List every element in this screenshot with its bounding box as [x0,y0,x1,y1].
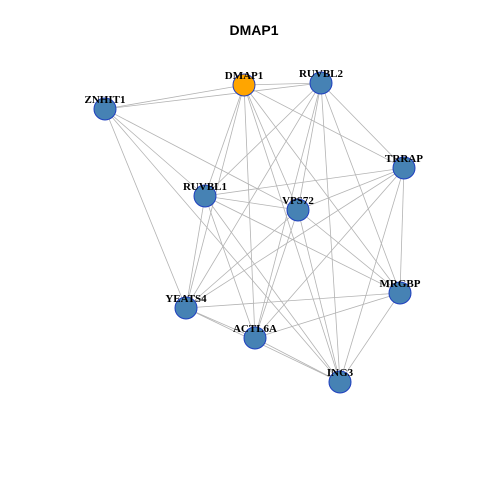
edge-ruvbl1-mrgbp [204,195,401,294]
node-actl6a[interactable] [243,326,267,350]
edge-layer [104,82,405,383]
edge-ruvbl1-ing3 [204,195,341,383]
edge-mrgbp-yeats4 [185,292,401,309]
edge-znhit1-vps72 [104,108,299,211]
edge-vps72-actl6a [254,209,299,339]
node-label-ing3: ING3 [327,367,354,379]
node-label-dmap1: DMAP1 [225,70,264,82]
node-ing3[interactable] [328,370,352,394]
edge-trrap-ruvbl1 [204,167,405,197]
edge-dmap1-ruvbl2 [243,82,322,86]
edge-znhit1-ruvbl1 [104,108,206,197]
edge-dmap1-actl6a [243,84,256,339]
node-layer [93,71,416,394]
node-label-ruvbl2: RUVBL2 [299,68,344,80]
node-label-yeats4: YEATS4 [165,293,207,305]
edge-mrgbp-actl6a [254,292,401,339]
node-vps72[interactable] [286,198,310,222]
node-label-mrgbp: MRGBP [380,278,421,290]
node-znhit1[interactable] [93,97,117,121]
edge-ruvbl1-yeats4 [185,195,206,309]
node-ruvbl1[interactable] [193,184,217,208]
node-label-trrap: TRRAP [385,153,423,165]
edge-actl6a-ing3 [254,337,341,383]
edge-vps72-ing3 [297,209,341,383]
edge-trrap-mrgbp [399,167,405,294]
edge-ruvbl2-znhit1 [104,82,322,110]
edge-trrap-actl6a [254,167,405,339]
node-label-vps72: VPS72 [282,195,314,207]
edge-trrap-vps72 [297,167,405,211]
edge-ruvbl1-actl6a [204,195,256,339]
edge-trrap-ing3 [339,167,405,383]
edge-ruvbl2-vps72 [297,82,322,211]
node-yeats4[interactable] [174,296,198,320]
edge-dmap1-znhit1 [104,84,245,110]
edge-dmap1-ing3 [243,84,341,383]
node-mrgbp[interactable] [388,281,412,305]
edge-ruvbl2-ruvbl1 [204,82,322,197]
edge-ruvbl2-ing3 [320,82,341,383]
node-label-actl6a: ACTL6A [233,323,277,335]
edge-ruvbl2-trrap [320,82,405,169]
node-dmap1[interactable] [232,73,256,97]
edge-dmap1-mrgbp [243,84,401,294]
edge-vps72-mrgbp [297,209,401,294]
edge-mrgbp-ing3 [339,292,401,383]
edge-ruvbl2-mrgbp [320,82,401,294]
node-ruvbl2[interactable] [309,71,333,95]
edge-znhit1-yeats4 [104,108,187,309]
edge-ruvbl1-vps72 [204,195,299,211]
edge-dmap1-vps72 [243,84,299,211]
edge-trrap-yeats4 [185,167,405,309]
node-label-znhit1: ZNHIT1 [85,94,126,106]
edge-ruvbl2-yeats4 [185,82,322,309]
edge-dmap1-ruvbl1 [204,84,245,197]
node-label-ruvbl1: RUVBL1 [183,181,227,193]
edge-yeats4-actl6a [185,307,256,339]
diagram-title: DMAP1 [229,22,278,38]
node-trrap[interactable] [392,156,416,180]
edge-vps72-yeats4 [185,209,299,309]
